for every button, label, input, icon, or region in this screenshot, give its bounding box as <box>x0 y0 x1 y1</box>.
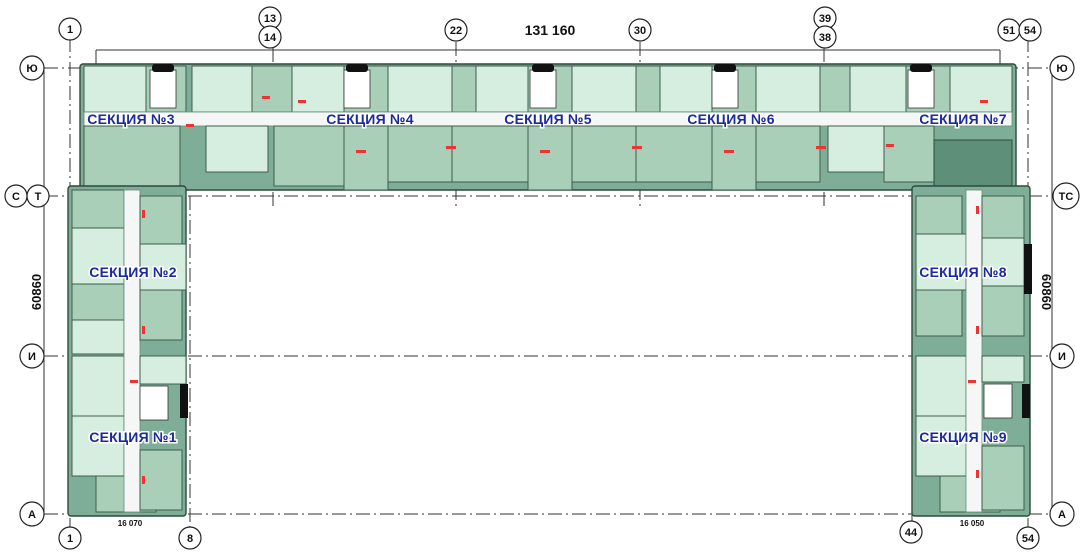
section-label-4: СЕКЦИЯ №4 <box>326 111 413 127</box>
right-wing <box>911 185 1032 517</box>
axis-bubble <box>813 25 837 49</box>
axis-label: 14 <box>264 32 277 44</box>
axis-label: ТС <box>1059 191 1074 203</box>
axis-label: И <box>28 351 36 363</box>
axis-label: 30 <box>634 25 646 37</box>
axis-bubble <box>178 526 202 550</box>
axis-label: А <box>28 509 36 521</box>
axis-bubble <box>1049 501 1075 527</box>
axis-bubble <box>19 55 45 81</box>
section-label-3: СЕКЦИЯ №3 <box>87 111 174 127</box>
section-labels: СЕКЦИЯ №3 СЕКЦИЯ №4 СЕКЦИЯ №5 СЕКЦИЯ №6 … <box>86 110 1008 447</box>
axis-bubbles-right: Ю ТС И А <box>1049 55 1080 527</box>
axis-bubbles-bottom: 1 8 44 54 <box>58 520 1040 550</box>
axis-label: 8 <box>187 533 193 545</box>
axis-bubble <box>1018 18 1042 42</box>
axis-bubble <box>58 17 82 41</box>
axis-label: И <box>1058 351 1066 363</box>
section-label-7: СЕКЦИЯ №7 <box>919 111 1006 127</box>
axis-bubbles-left: Ю С Т И А <box>4 55 50 527</box>
section-label-2: СЕКЦИЯ №2 <box>89 264 176 280</box>
section-label-8: СЕКЦИЯ №8 <box>919 264 1006 280</box>
axis-label: 1 <box>67 24 73 36</box>
axis-bubble <box>1016 526 1040 550</box>
axis-label: 1 <box>67 533 73 545</box>
axis-label: 38 <box>819 32 831 44</box>
axis-bubble <box>899 520 923 544</box>
axis-label: 44 <box>905 527 918 539</box>
axis-label: Ю <box>1056 63 1067 75</box>
axis-bubble <box>19 501 45 527</box>
bottom-right-dimension: 16 050 <box>960 519 985 528</box>
axis-label: 54 <box>1024 25 1037 37</box>
axis-bubble <box>26 184 50 208</box>
axis-label: 13 <box>264 13 276 25</box>
axis-bubble <box>1049 343 1075 369</box>
axis-bubble <box>1052 182 1080 210</box>
right-height-dimension: 60860 <box>1039 274 1054 310</box>
axis-bubble <box>628 18 652 42</box>
left-height-dimension: 60860 <box>29 274 44 310</box>
section-label-1: СЕКЦИЯ №1 <box>89 429 176 445</box>
axis-bubble <box>1049 55 1075 81</box>
axis-bubble <box>19 343 45 369</box>
axis-label: 39 <box>819 13 831 25</box>
axis-label: А <box>1058 509 1066 521</box>
section-label-5: СЕКЦИЯ №5 <box>504 111 591 127</box>
axis-label: С <box>12 191 20 203</box>
top-wing <box>79 63 1017 197</box>
axis-bubble <box>58 526 82 550</box>
axis-label: Ю <box>26 63 37 75</box>
overall-width-dimension: 131 160 <box>525 22 576 38</box>
axis-label: Т <box>35 191 42 203</box>
section-label-9: СЕКЦИЯ №9 <box>919 429 1006 445</box>
axis-label: 51 <box>1003 25 1015 37</box>
axis-label: 22 <box>450 25 462 37</box>
axis-bubbles-top: 1 13 14 22 30 39 38 51 54 <box>58 6 1042 49</box>
axis-label: 54 <box>1022 533 1035 545</box>
left-wing <box>67 185 188 517</box>
axis-bubble <box>444 18 468 42</box>
bottom-left-dimension: 16 070 <box>118 519 143 528</box>
section-label-6: СЕКЦИЯ №6 <box>687 111 774 127</box>
axis-bubble <box>258 25 282 49</box>
